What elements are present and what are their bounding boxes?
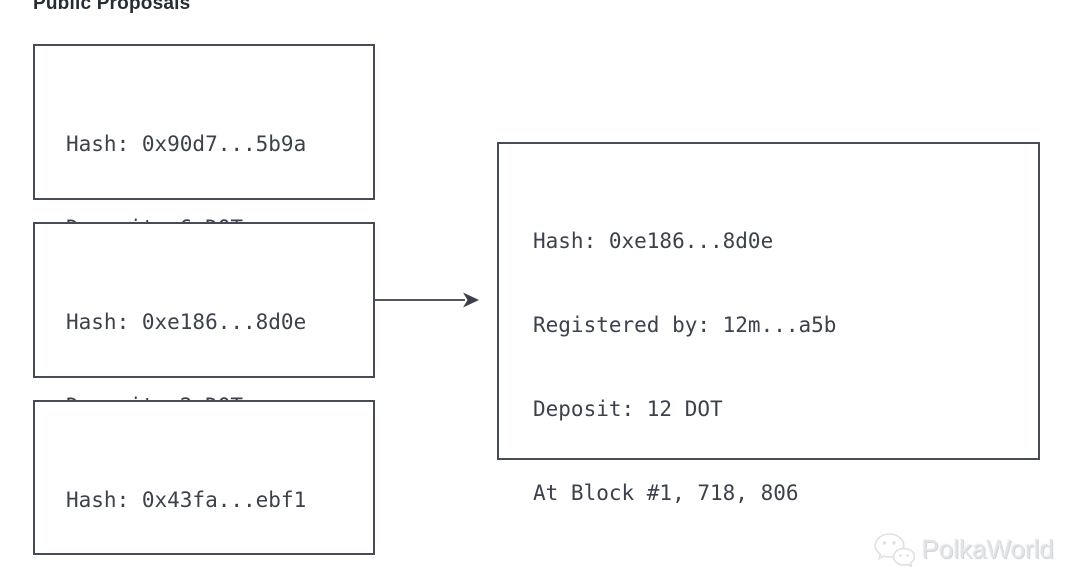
- proposal-hash: Hash: 0x43fa...ebf1: [66, 488, 307, 512]
- proposal-card-3: Hash: 0x43fa...ebf1 Deposit: 7 DOT From:…: [33, 400, 375, 573]
- proposal-detail-card: Hash: 0xe186...8d0e Registered by: 12m..…: [497, 142, 1040, 505]
- arrow-connector: [375, 292, 479, 308]
- detail-deposit: Deposit: 12 DOT: [533, 397, 723, 421]
- detail-hash: Hash: 0xe186...8d0e: [533, 229, 774, 253]
- detail-at-block: At Block #1, 718, 806: [533, 481, 799, 505]
- proposal-card-1: Hash: 0x90d7...5b9a Deposit: 6 DOT From:…: [33, 44, 375, 324]
- page-title: Public Proposals: [33, 0, 191, 14]
- watermark-label: PolkaWorld: [921, 533, 1054, 564]
- detail-registered-by: Registered by: 12m...a5b: [533, 313, 837, 337]
- wechat-icon: [873, 533, 915, 567]
- watermark: PolkaWorld: [873, 531, 1054, 567]
- proposal-hash: Hash: 0xe186...8d0e: [66, 310, 307, 334]
- proposal-card-2: Hash: 0xe186...8d0e Deposit: 2 DOT From:…: [33, 222, 375, 502]
- proposal-hash: Hash: 0x90d7...5b9a: [66, 132, 307, 156]
